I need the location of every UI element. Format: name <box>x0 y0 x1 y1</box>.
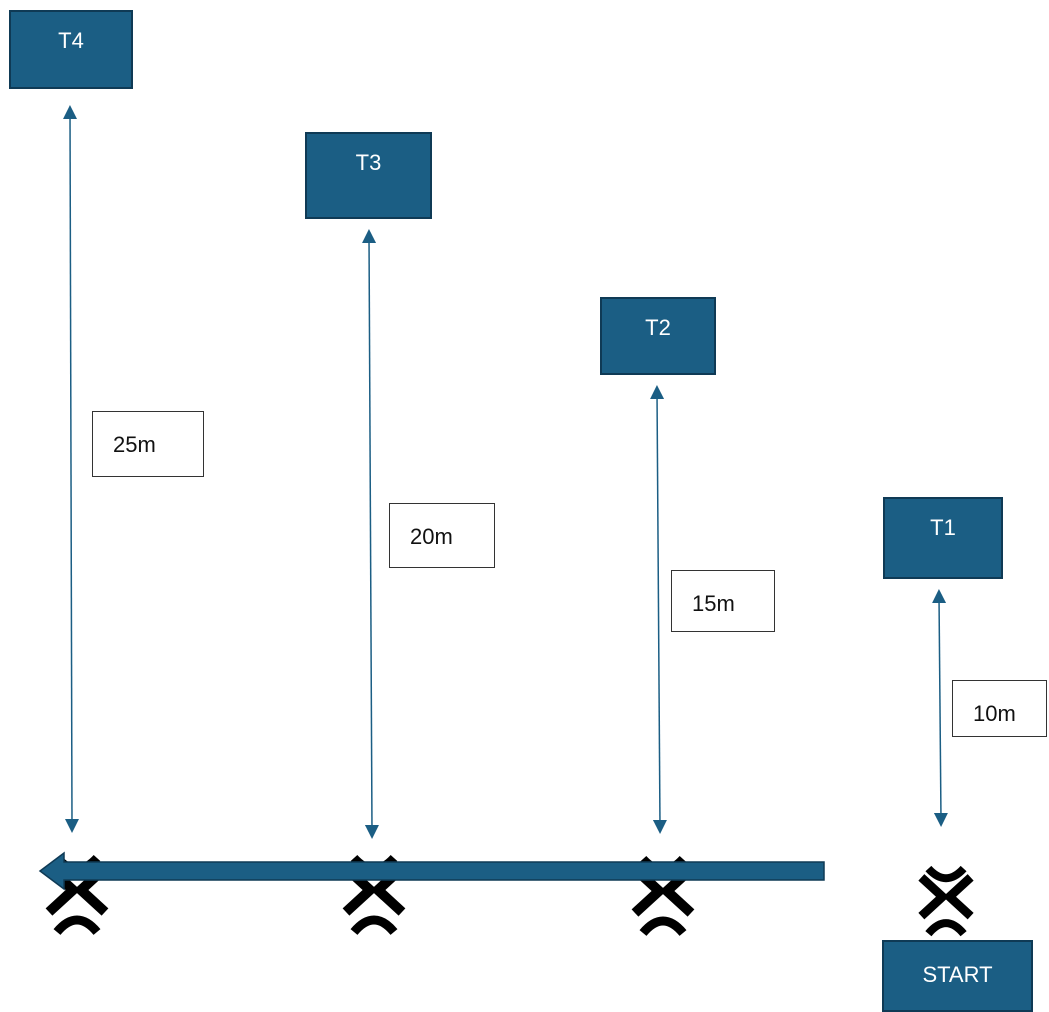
target-box-t2: T2 <box>600 297 716 375</box>
distance-arrow-t4 <box>63 105 79 833</box>
distance-arrow-t1 <box>932 589 948 827</box>
distance-label-t4: 25m <box>92 411 204 477</box>
target-box-t1: T1 <box>883 497 1003 579</box>
distance-label-t3: 20m <box>389 503 495 568</box>
distance-label-t1: 10m <box>952 680 1047 737</box>
distance-arrow-t3 <box>362 229 379 839</box>
cone-marker-icon <box>921 869 970 934</box>
left-arrow-icon <box>38 851 825 891</box>
target-box-t4: T4 <box>9 10 133 89</box>
start-box: START <box>882 940 1033 1012</box>
target-box-t3: T3 <box>305 132 432 219</box>
distance-arrow-t2 <box>650 385 667 834</box>
distance-label-t2: 15m <box>671 570 775 632</box>
